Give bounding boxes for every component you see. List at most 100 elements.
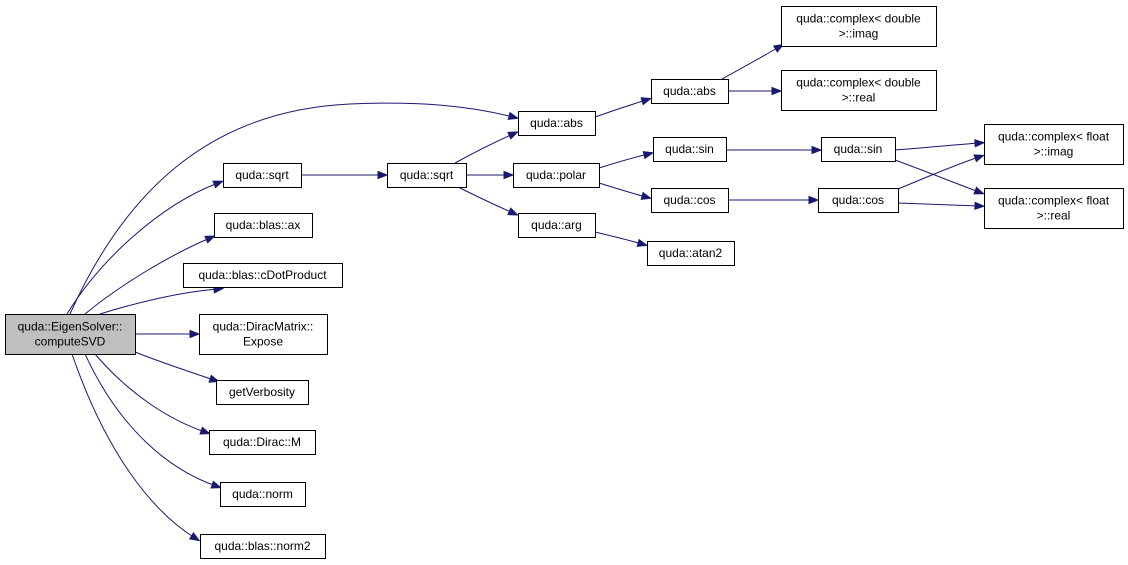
arrowhead (188, 532, 201, 542)
edges-layer (66, 43, 986, 542)
node-ax[interactable]: quda::blas::ax (214, 213, 313, 238)
node-box (387, 163, 467, 188)
node-label: >::imag (839, 27, 879, 41)
node-expose[interactable]: quda::DiracMatrix::Expose (199, 314, 328, 355)
arrowhead (973, 154, 986, 163)
node-label: >::real (842, 91, 876, 105)
node-sin1[interactable]: quda::sin (653, 137, 727, 162)
edge-sqrt2-to-arg (457, 186, 519, 216)
nodes-layer: quda::EigenSolver::computeSVDquda::sqrtq… (5, 6, 1124, 559)
edge-line (454, 133, 514, 164)
edge-root-to-abs1 (69, 102, 520, 315)
node-dreal[interactable]: quda::complex< double>::real (781, 70, 937, 111)
edge-line (99, 288, 219, 315)
node-atan2[interactable]: quda::atan2 (647, 241, 735, 266)
node-diracm[interactable]: quda::Dirac::M (209, 430, 316, 455)
node-polar[interactable]: quda::polar (513, 163, 600, 188)
edge-abs1-to-abs2 (594, 97, 653, 118)
node-label: quda::EigenSolver:: (18, 320, 123, 334)
node-label: quda::norm (232, 487, 293, 501)
edge-cos1-to-cos2 (728, 195, 820, 205)
edge-line (894, 142, 980, 151)
node-sqrt1[interactable]: quda::sqrt (223, 163, 302, 188)
node-label: quda::complex< float (998, 130, 1110, 144)
edge-root-to-norm2 (71, 353, 201, 542)
arrowhead (642, 150, 655, 160)
node-label: quda::abs (530, 116, 583, 130)
edge-line (71, 353, 196, 539)
node-label: quda::polar (526, 168, 586, 182)
node-label: quda::Dirac::M (223, 435, 301, 449)
node-sin2[interactable]: quda::sin (821, 137, 896, 162)
node-label: quda::complex< double (796, 12, 921, 26)
edge-abs2-to-dreal (728, 86, 783, 96)
node-label: quda::sqrt (400, 168, 454, 182)
node-label: quda::sin (834, 142, 883, 156)
node-label: quda::cos (663, 193, 715, 207)
arrowhead (973, 186, 985, 195)
node-norm[interactable]: quda::norm (220, 482, 306, 507)
node-cos2[interactable]: quda::cos (818, 188, 899, 213)
node-label: quda::complex< float (998, 194, 1110, 208)
node-box (653, 137, 727, 162)
edge-root-to-diracm (94, 353, 212, 435)
node-cos1[interactable]: quda::cos (651, 188, 729, 213)
node-box (818, 188, 899, 213)
node-label: computeSVD (35, 335, 106, 349)
node-label: quda::arg (531, 218, 582, 232)
edge-line (594, 231, 643, 245)
node-box (209, 430, 316, 455)
node-norm2[interactable]: quda::blas::norm2 (200, 534, 326, 559)
arrowhead (811, 145, 823, 155)
node-box (984, 124, 1124, 165)
node-box (199, 314, 328, 355)
arrowhead (189, 329, 201, 339)
edge-sin2-to-fimag (894, 139, 986, 151)
edge-root-to-cdot (99, 285, 225, 315)
arrowhead (974, 201, 986, 211)
edge-arg-to-atan2 (594, 231, 649, 247)
node-sqrt2[interactable]: quda::sqrt (387, 163, 467, 188)
edge-sin2-to-freal (894, 159, 985, 195)
node-box (651, 188, 729, 213)
node-cdot[interactable]: quda::blas::cDotProduct (183, 263, 343, 288)
edge-line (457, 186, 514, 214)
edge-line (134, 351, 215, 381)
edge-line (598, 153, 649, 169)
edge-root-to-expose (135, 329, 201, 339)
edge-line (897, 202, 980, 207)
node-label: quda::cos (832, 193, 884, 207)
edge-polar-to-sin1 (598, 150, 655, 169)
node-label: quda::blas::ax (226, 218, 301, 232)
node-label: quda::complex< double (796, 76, 921, 90)
node-abs1[interactable]: quda::abs (518, 111, 596, 136)
edge-sqrt2-to-abs1 (454, 131, 519, 164)
edge-line (84, 353, 217, 487)
node-fimag[interactable]: quda::complex< float>::imag (984, 124, 1124, 165)
node-label: quda::blas::norm2 (214, 539, 310, 553)
node-label: >::real (1037, 209, 1071, 223)
arrowhead (771, 86, 783, 96)
node-box (214, 213, 313, 238)
node-abs2[interactable]: quda::abs (651, 79, 729, 104)
node-arg[interactable]: quda::arg (518, 213, 596, 238)
arrowhead (210, 480, 223, 489)
arrowhead (507, 207, 519, 216)
edge-root-to-verb (134, 351, 221, 383)
arrowhead (507, 111, 520, 120)
node-verb[interactable]: getVerbosity (216, 380, 309, 405)
node-root[interactable]: quda::EigenSolver::computeSVD (5, 314, 136, 355)
edge-line (894, 159, 980, 193)
node-label: quda::atan2 (659, 246, 723, 260)
node-label: quda::sqrt (235, 168, 289, 182)
edge-line (594, 99, 647, 118)
node-dimag[interactable]: quda::complex< double>::imag (781, 6, 937, 47)
arrowhead (974, 139, 986, 148)
node-label: quda::blas::cDotProduct (198, 268, 327, 282)
node-box (513, 163, 600, 188)
node-freal[interactable]: quda::complex< float>::real (984, 188, 1124, 229)
edge-cos2-to-freal (897, 201, 986, 211)
edge-line (598, 182, 647, 198)
edge-line (69, 102, 514, 315)
